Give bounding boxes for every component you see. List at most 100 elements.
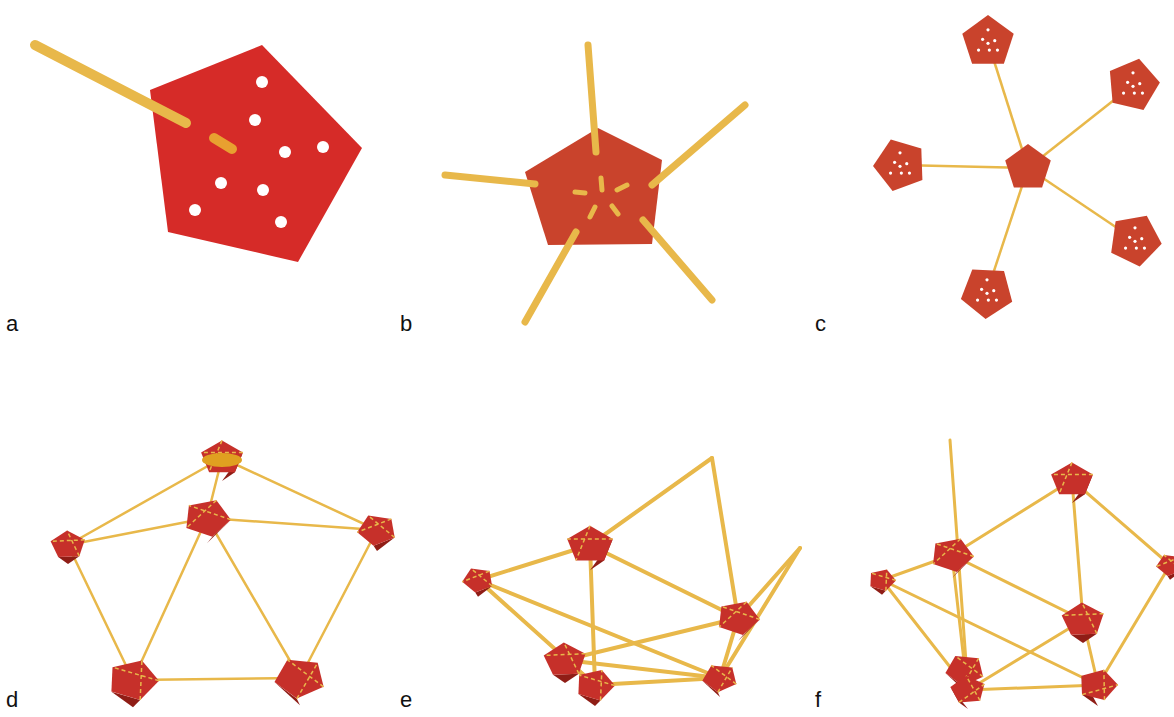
stick <box>952 555 1083 620</box>
stick-tip <box>51 540 85 541</box>
stick-tip <box>189 505 231 519</box>
holes <box>189 76 329 228</box>
pentagon <box>150 45 362 262</box>
hole <box>905 162 908 165</box>
tilted-hub <box>201 440 243 481</box>
stick-tip <box>718 667 732 692</box>
hole <box>1133 226 1136 229</box>
hole <box>1138 82 1141 85</box>
hub-face <box>357 516 395 546</box>
stick <box>35 45 186 123</box>
stick <box>565 618 738 660</box>
stick-tip <box>113 667 159 681</box>
stick <box>952 480 1072 555</box>
hub-face <box>462 569 492 593</box>
panel-letter: c <box>815 312 826 336</box>
tilted-hub <box>111 660 159 707</box>
tilted-hub <box>51 531 85 564</box>
stick <box>222 458 377 530</box>
stick-tip <box>871 573 896 580</box>
hole <box>980 288 983 291</box>
stick-tip <box>1059 462 1072 494</box>
tilted-hub <box>950 676 984 709</box>
hole <box>993 39 996 42</box>
tilted-hub <box>1156 555 1174 580</box>
tilted-hub <box>719 602 760 641</box>
panel-letter: a <box>6 312 18 336</box>
stick <box>300 530 377 678</box>
hole <box>889 172 892 175</box>
hole <box>995 299 998 302</box>
pentagon-hub <box>962 15 1013 64</box>
pentagon <box>1005 144 1051 187</box>
hub-side <box>1071 634 1097 643</box>
stick-tip <box>719 602 746 627</box>
hole <box>908 172 911 175</box>
hub-face <box>933 539 974 572</box>
hole <box>898 151 901 154</box>
stick <box>712 458 738 618</box>
hole <box>992 289 995 292</box>
hole <box>1131 71 1134 74</box>
stick-tip <box>1051 474 1093 476</box>
stick <box>68 518 207 545</box>
stick-tip <box>1082 602 1097 633</box>
hole <box>1141 92 1144 95</box>
hub-face <box>544 642 586 674</box>
tilted-hub <box>274 660 323 706</box>
panel-letter: f <box>815 688 821 712</box>
tilted-hub <box>1062 602 1104 643</box>
stick-tip <box>885 569 887 590</box>
stick-tip <box>368 516 394 538</box>
hub-face <box>719 602 760 635</box>
panel-b-figure <box>445 45 745 322</box>
tilted-hub <box>578 670 615 706</box>
tilted-hub <box>933 539 974 578</box>
stick-tip <box>576 526 590 561</box>
hole <box>986 42 989 45</box>
tilted-hub <box>186 500 231 543</box>
hole <box>1143 247 1146 250</box>
tilted-hub <box>462 568 492 596</box>
hole <box>898 165 901 168</box>
stick-tip <box>140 660 142 700</box>
hub-face <box>201 440 243 472</box>
stick-tip <box>579 675 615 685</box>
stick <box>68 545 133 680</box>
tilted-hub <box>357 516 395 551</box>
stick-tip <box>721 606 760 619</box>
stick-tip <box>471 568 492 586</box>
stick-tip <box>186 500 216 528</box>
stick-tip <box>933 539 960 564</box>
pentagon <box>1110 59 1160 110</box>
hole <box>985 278 988 281</box>
hub-face <box>1082 670 1118 700</box>
hub-face <box>702 665 736 692</box>
hole <box>1135 247 1138 250</box>
pentagon-hub <box>1005 144 1051 187</box>
stick-tips <box>575 178 627 217</box>
hole <box>1133 92 1136 95</box>
panel-letter: d <box>6 688 18 712</box>
stick <box>882 580 1098 685</box>
hub-side <box>58 556 79 564</box>
hole <box>893 161 896 164</box>
hole <box>976 299 979 302</box>
hole <box>1124 247 1127 250</box>
panel-letter: e <box>400 688 412 712</box>
tilted-hub <box>870 569 896 594</box>
hub-face <box>567 526 613 561</box>
pentagon <box>962 15 1013 64</box>
stick-end <box>202 453 242 467</box>
stick <box>590 458 712 545</box>
hub-face <box>1051 462 1093 494</box>
stick <box>478 580 720 678</box>
hole <box>1140 237 1143 240</box>
stick-end <box>214 138 232 149</box>
hub-face <box>51 531 85 558</box>
hole <box>988 49 991 52</box>
hub-face <box>275 660 324 699</box>
sticks <box>445 45 745 322</box>
tilted-hub <box>1051 462 1093 503</box>
